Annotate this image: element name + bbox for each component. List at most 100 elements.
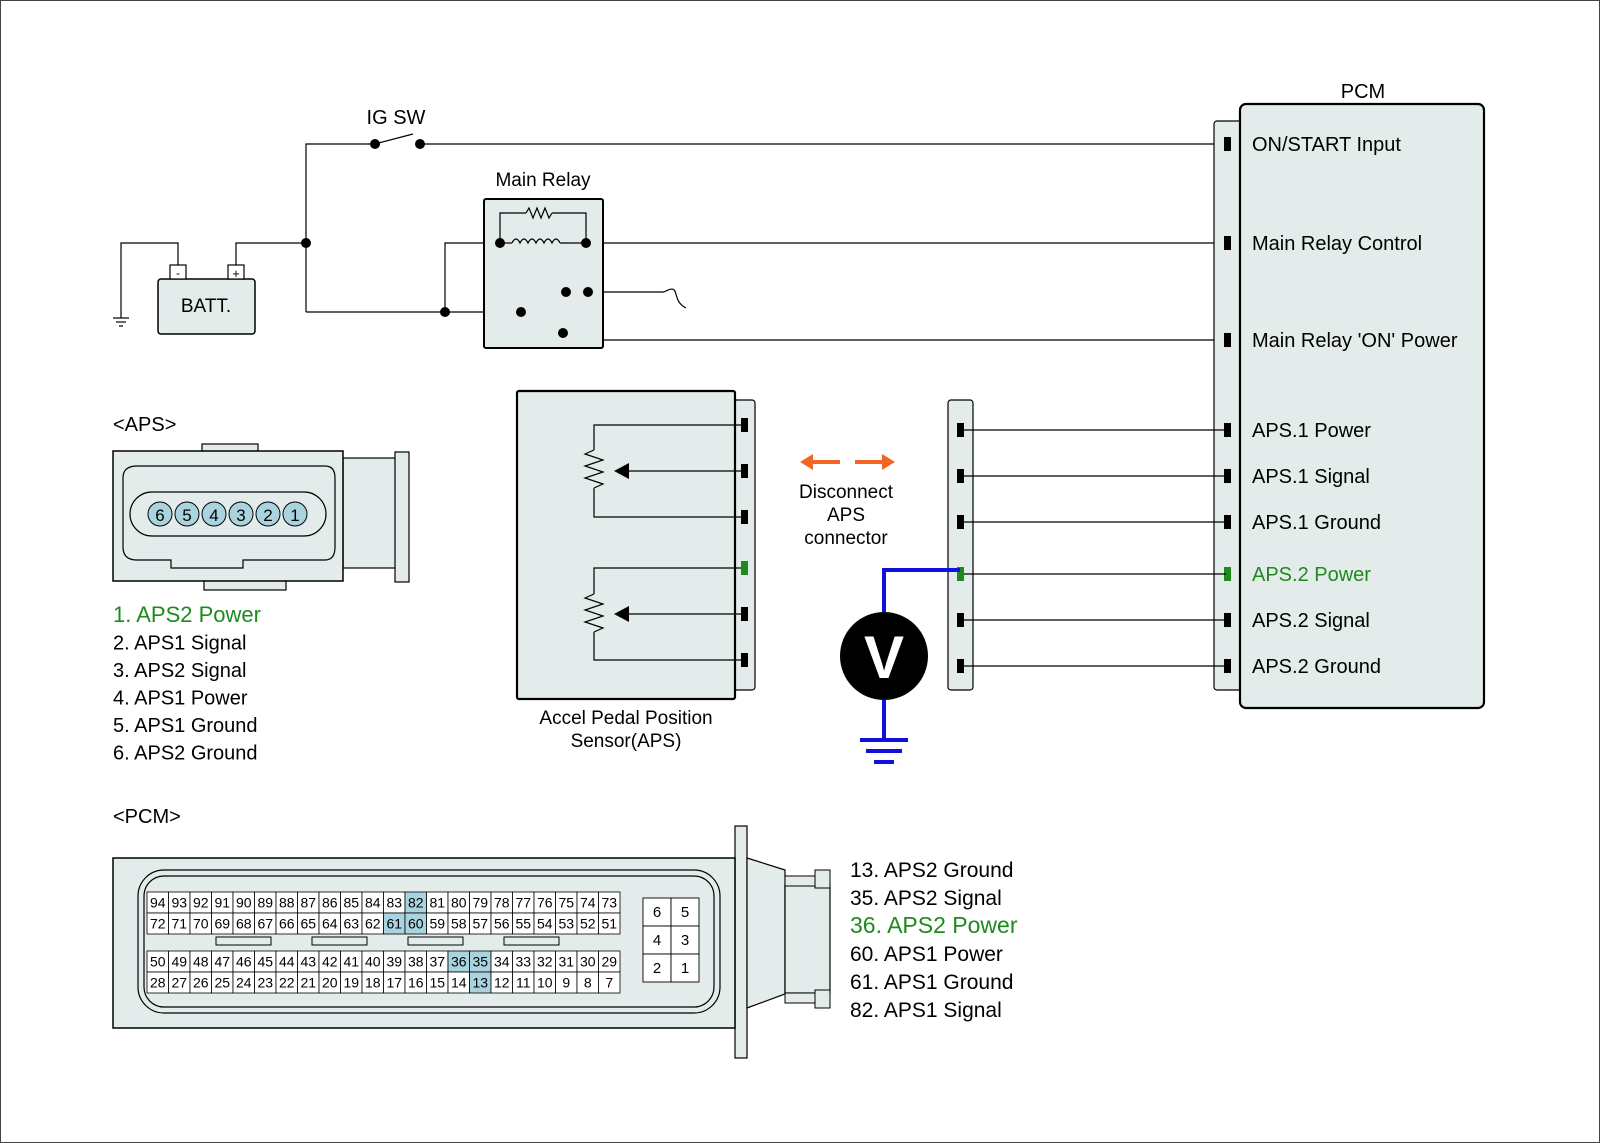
pcm-pin-description: 35. APS2 Signal [850,887,1002,910]
pcm-pin-number: 44 [279,954,295,970]
pcm-pin-number: 45 [257,954,273,970]
pcm-terminal [1224,333,1231,347]
ig-sw-label: IG SW [367,107,426,129]
pcm-small-pin-cell [670,897,700,927]
pcm-terminal [1224,469,1231,483]
battery-positive-label: + [232,266,240,281]
pcm-pin-description: 82. APS1 Signal [850,999,1002,1022]
sensor-terminal [741,510,748,524]
pcm-pin-number: 49 [171,954,187,970]
aps-pin [147,501,173,527]
aps-pin-description: 5. APS1 Ground [113,715,258,737]
inline-terminal [957,423,964,437]
pcm-pin-number: 39 [386,954,402,970]
pcm-pin-number: 81 [429,895,445,911]
pcm-pin-number: 16 [408,975,424,991]
pcm-pin-label: APS.1 Power [1252,420,1371,442]
aps-pin-number: 1 [290,506,299,525]
pcm-pin-number: 62 [365,916,381,932]
pcm-pin-number: 90 [236,895,252,911]
pcm-pin-label: APS.1 Signal [1252,466,1370,488]
aps-pin-description: 4. APS1 Power [113,688,248,710]
aps-pin [282,501,308,527]
pcm-pin-number: 54 [537,916,553,932]
pcm-pin-number: 79 [472,895,488,911]
pcm-pin-number: 13 [472,975,488,991]
disconnect-line3: connector [804,528,888,549]
pcm-pin-number: 15 [429,975,445,991]
pcm-pin-number: 82 [408,895,424,911]
voltmeter: V [840,568,960,764]
pcm-pin-number: 21 [300,975,316,991]
pcm-terminal [1224,567,1231,581]
pcm-pin-number: 27 [171,975,187,991]
aps-pin [255,501,281,527]
pcm-pin-cell [598,912,621,935]
pcm-pin-number: 89 [257,895,273,911]
pcm-connector-title: <PCM> [113,806,181,828]
aps-connector-title: <APS> [113,414,176,436]
pcm-pin-number: 8 [584,975,592,991]
pcm-pin-label: APS.2 Power [1252,564,1371,586]
pcm-pin-cell [598,971,621,994]
sensor-terminal [741,607,748,621]
pcm-pin-label: APS.2 Signal [1252,610,1370,632]
pcm-pin-label: APS.1 Ground [1252,512,1381,534]
voltmeter-symbol: V [864,624,904,691]
pcm-pin-number: 31 [558,954,574,970]
pcm-pin-number: 80 [451,895,467,911]
pcm-pin-number: 69 [214,916,230,932]
pcm-terminal [1224,613,1231,627]
inline-terminal [957,469,964,483]
pcm-pin-number: 57 [472,916,488,932]
pcm-pin-number: 77 [515,895,531,911]
junction-dots [301,139,593,338]
pcm-pin-label: APS.2 Ground [1252,656,1381,678]
inline-terminal [957,613,964,627]
aps-pin-number: 4 [209,506,218,525]
pcm-terminal [1224,236,1231,250]
inline-terminal [957,567,964,581]
pcm-pin-number: 58 [451,916,467,932]
pcm-terminal [1224,515,1231,529]
pcm-pin-number: 73 [601,895,617,911]
pcm-pin-number: 24 [236,975,252,991]
main-relay-label: Main Relay [495,170,591,191]
pcm-pin-number: 50 [150,954,166,970]
disconnect-line1: Disconnect [799,482,894,503]
pcm-pin-number: 93 [171,895,187,911]
aps-pin [174,501,200,527]
pcm-pin-number: 83 [386,895,402,911]
pcm-pin-number: 25 [214,975,230,991]
pcm-pin-number: 85 [343,895,359,911]
inline-connector [947,399,974,691]
power-circuit [113,133,1226,341]
pcm-pin-number: 12 [494,975,510,991]
pcm-pin-number: 63 [343,916,359,932]
sensor-label-line1: Accel Pedal Position [539,708,712,729]
sensor-label-line2: Sensor(APS) [571,731,682,752]
pcm-pin-number: 40 [365,954,381,970]
aps-pin [201,501,227,527]
pcm-pin-description: 61. APS1 Ground [850,971,1013,994]
pcm-pin-number: 68 [236,916,252,932]
pcm-pin-number: 17 [386,975,402,991]
pcm-pin-number: 55 [515,916,531,932]
pcm-pin-number: 42 [322,954,338,970]
pcm-pin-number: 36 [451,954,467,970]
pcm-pin-number: 71 [171,916,187,932]
pcm-pin-description: 36. APS2 Power [850,912,1018,938]
inline-connector-wires [957,423,1226,673]
battery-negative-label: - [176,266,180,280]
pcm-pin-number: 20 [322,975,338,991]
pcm-small-pin-number: 2 [653,960,661,977]
pcm-pin-number: 29 [601,954,617,970]
aps-pin-description: 6. APS2 Ground [113,743,258,765]
pcm-pin-number: 59 [429,916,445,932]
sensor-terminal [741,464,748,478]
aps-pin-description: 3. APS2 Signal [113,660,246,682]
